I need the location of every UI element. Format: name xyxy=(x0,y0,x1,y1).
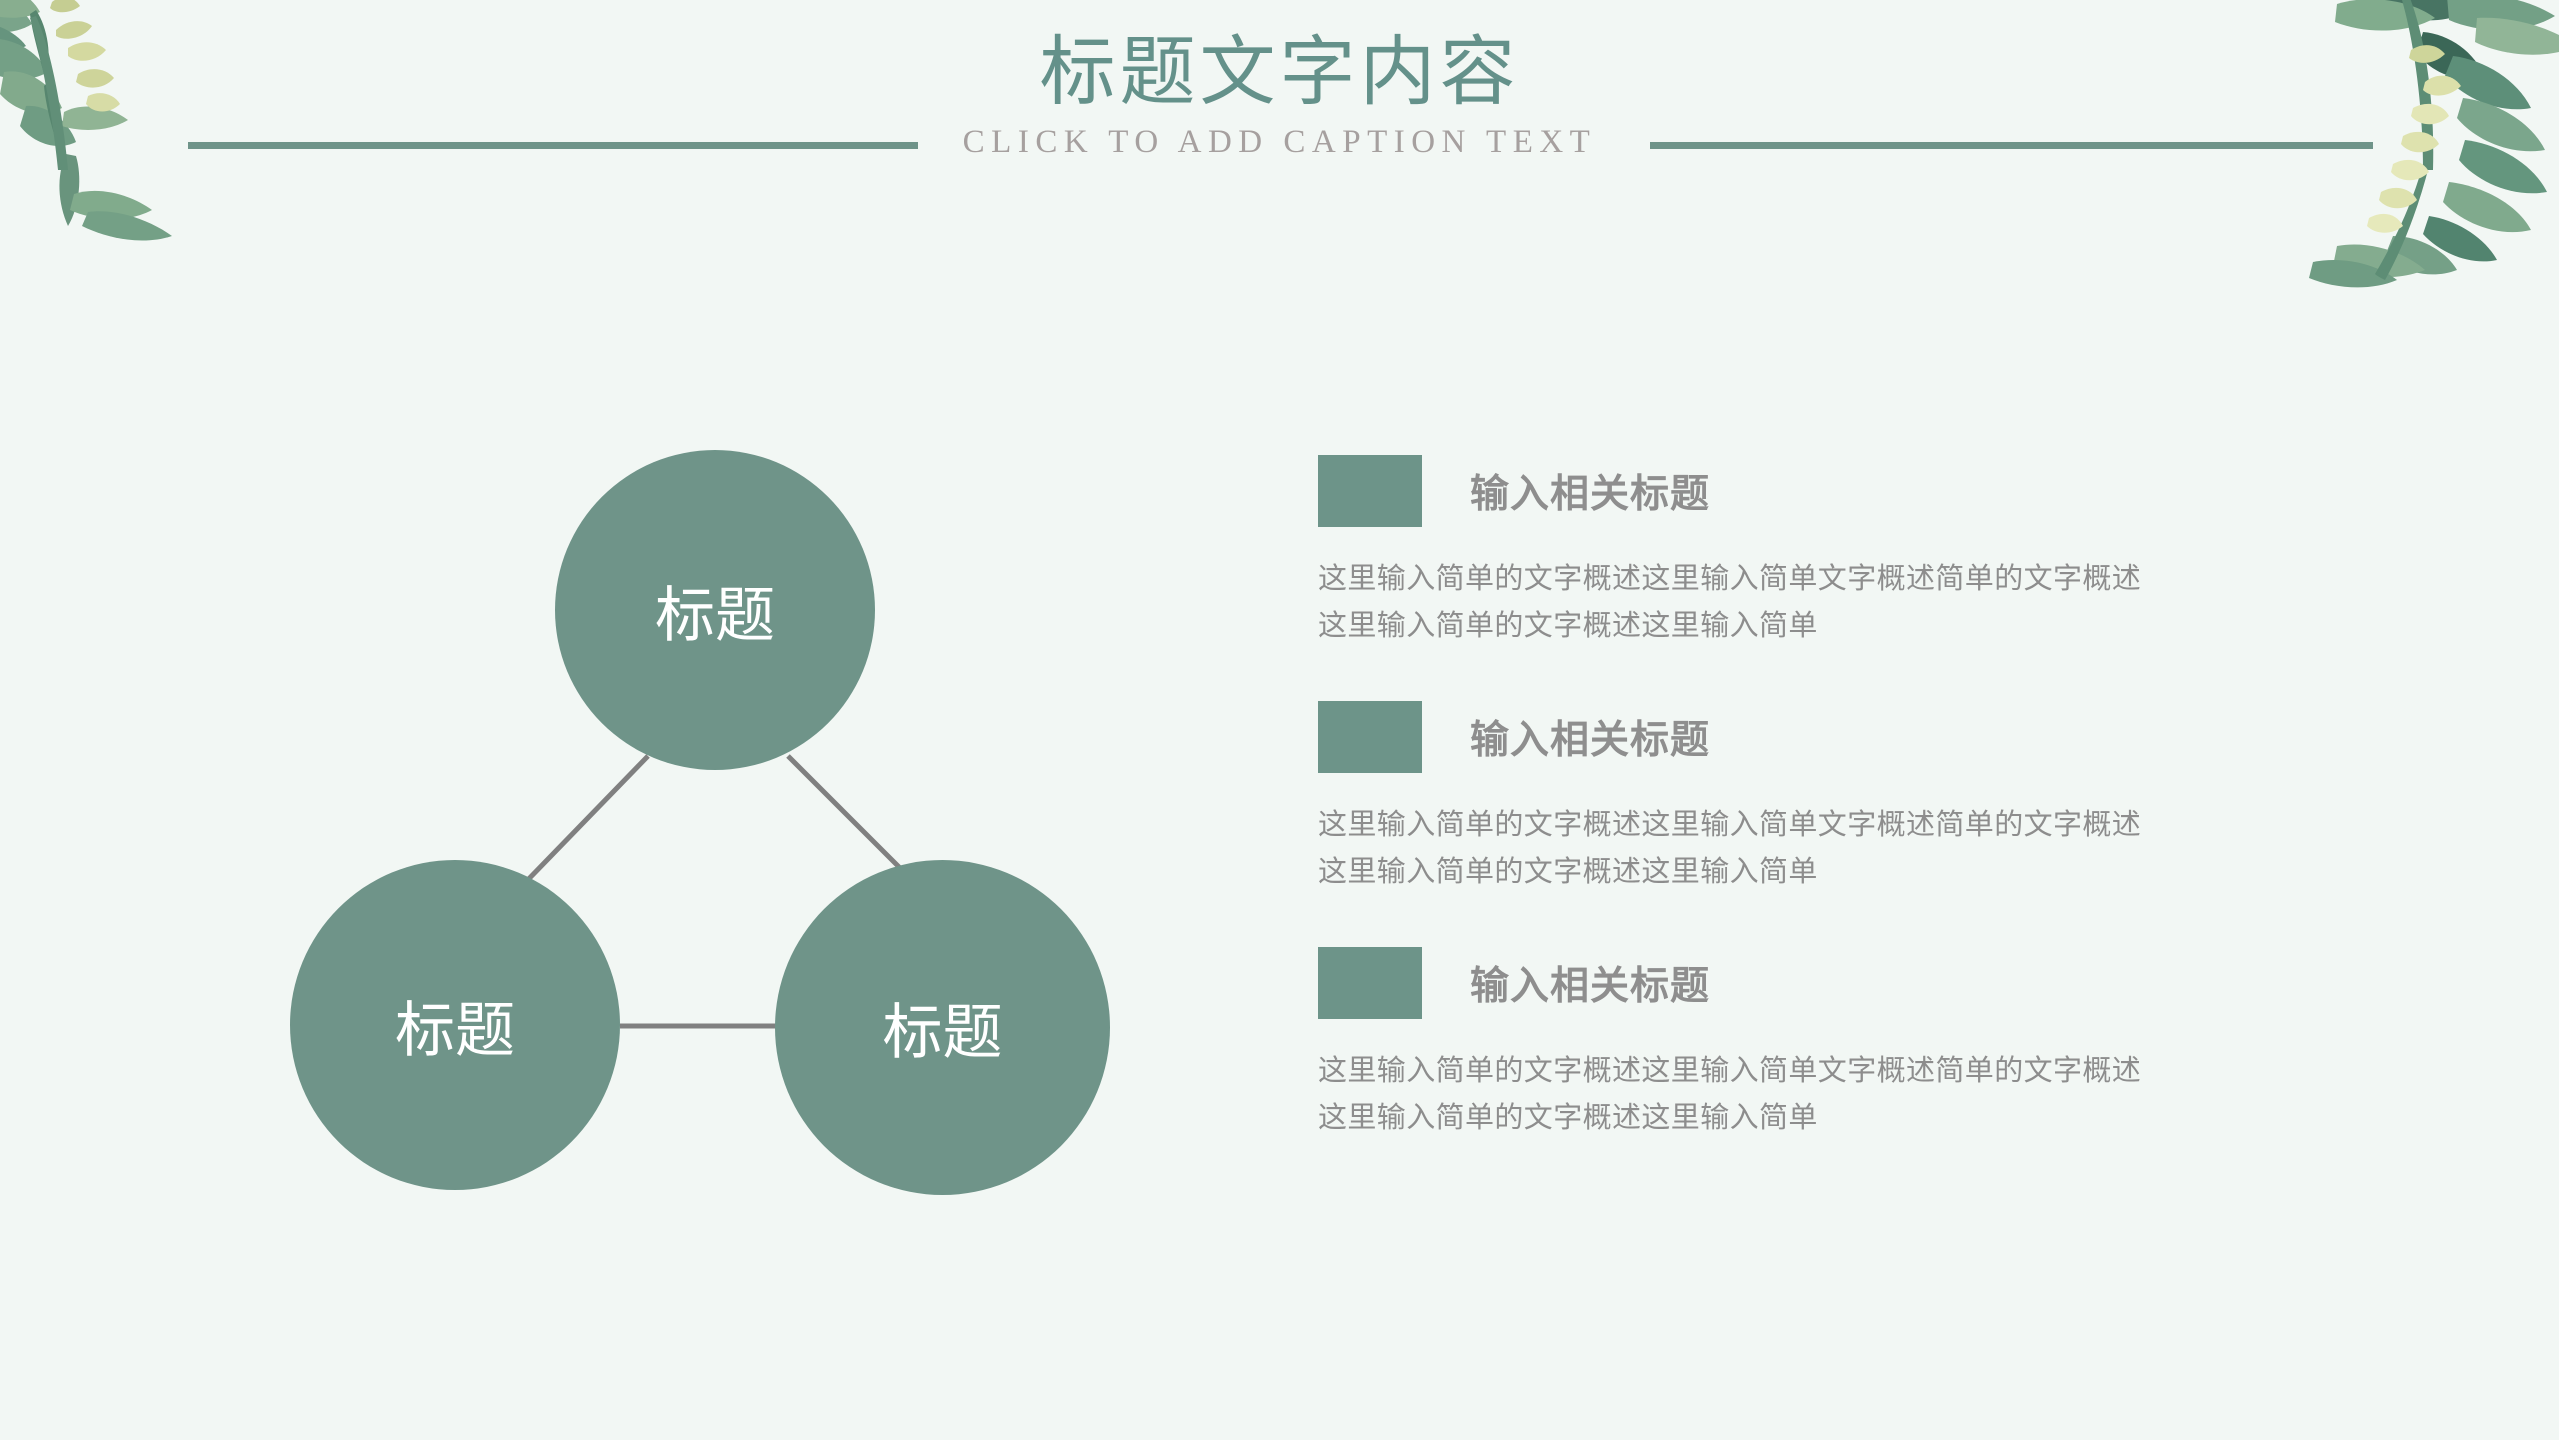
slide-header: 标题文字内容 CLICK TO ADD CAPTION TEXT xyxy=(0,0,2559,230)
diagram-node-bottom-right[interactable]: 标题 xyxy=(775,860,1110,1195)
content-list: 输入相关标题 这里输入简单的文字概述这里输入简单文字概述简单的文字概述 这里输入… xyxy=(1318,452,2378,1142)
content-item-title[interactable]: 输入相关标题 xyxy=(1470,718,1711,762)
content-item-body-line2: 这里输入简单的文字概述这里输入简单 xyxy=(1318,609,1818,642)
content-item-body-line1: 这里输入简单的文字概述这里输入简单文字概述简单的文字概述 xyxy=(1318,808,2142,841)
connector-top-left xyxy=(516,754,650,892)
slide-title[interactable]: 标题文字内容 xyxy=(1039,31,1520,115)
title-rule-left xyxy=(188,142,918,149)
slide-subtitle[interactable]: CLICK TO ADD CAPTION TEXT xyxy=(962,124,1597,161)
content-item-body[interactable]: 这里输入简单的文字概述这里输入简单文字概述简单的文字概述 这里输入简单的文字概述… xyxy=(1318,802,2378,896)
diagram-node-bottom-left[interactable]: 标题 xyxy=(290,860,620,1190)
content-item: 输入相关标题 这里输入简单的文字概述这里输入简单文字概述简单的文字概述 这里输入… xyxy=(1318,452,2378,650)
content-item-body-line2: 这里输入简单的文字概述这里输入简单 xyxy=(1318,1101,1818,1134)
diagram-node-bottom-right-label: 标题 xyxy=(882,999,1003,1066)
diagram-node-top-label: 标题 xyxy=(655,581,775,649)
bullet-swatch-icon xyxy=(1318,946,1422,1019)
title-block: 标题文字内容 CLICK TO ADD CAPTION TEXT xyxy=(0,32,2559,161)
content-item: 输入相关标题 这里输入简单的文字概述这里输入简单文字概述简单的文字概述 这里输入… xyxy=(1318,698,2378,896)
content-item-title[interactable]: 输入相关标题 xyxy=(1470,473,1711,516)
bullet-swatch-icon xyxy=(1318,700,1422,773)
content-item-body-line1: 这里输入简单的文字概述这里输入简单文字概述简单的文字概述 xyxy=(1318,1054,2142,1087)
content-item-body-line2: 这里输入简单的文字概述这里输入简单 xyxy=(1318,855,1818,888)
diagram-node-top[interactable]: 标题 xyxy=(555,450,875,770)
content-item-body[interactable]: 这里输入简单的文字概述这里输入简单文字概述简单的文字概述 这里输入简单的文字概述… xyxy=(1318,1048,2378,1142)
bullet-swatch-icon xyxy=(1318,455,1422,527)
triangle-diagram: 标题 标题 标题 xyxy=(140,420,1220,1250)
content-item-body-line1: 这里输入简单的文字概述这里输入简单文字概述简单的文字概述 xyxy=(1318,563,2142,595)
title-rule-right xyxy=(1650,142,2373,149)
diagram-node-bottom-left-label: 标题 xyxy=(395,996,515,1064)
content-item-header: 输入相关标题 xyxy=(1318,698,2378,776)
content-item: 输入相关标题 这里输入简单的文字概述这里输入简单文字概述简单的文字概述 这里输入… xyxy=(1318,944,2378,1142)
content-item-header: 输入相关标题 xyxy=(1318,452,2378,530)
content-item-body[interactable]: 这里输入简单的文字概述这里输入简单文字概述简单的文字概述 这里输入简单的文字概述… xyxy=(1318,556,2378,650)
content-item-title[interactable]: 输入相关标题 xyxy=(1470,964,1711,1008)
content-item-header: 输入相关标题 xyxy=(1318,944,2378,1022)
